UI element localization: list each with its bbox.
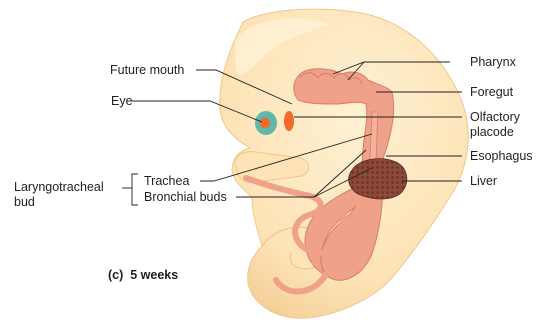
- olfactory-placode: [284, 111, 294, 131]
- label-laryngotracheal-line1: Laryngotracheal: [14, 180, 104, 194]
- label-esophagus: Esophagus: [470, 149, 533, 163]
- laryngotracheal-bracket: [132, 174, 138, 205]
- label-eye: Eye: [111, 94, 133, 108]
- label-olfactory-line2: placode: [470, 125, 514, 139]
- label-future-mouth: Future mouth: [110, 63, 184, 77]
- label-liver: Liver: [470, 174, 497, 188]
- eye-lens: [260, 118, 270, 129]
- label-bronchial-buds: Bronchial buds: [144, 190, 227, 204]
- label-trachea: Trachea: [144, 174, 189, 188]
- label-pharynx: Pharynx: [470, 55, 517, 69]
- liver: [349, 159, 407, 199]
- label-olfactory-line1: Olfactory: [470, 110, 521, 124]
- label-laryngotracheal-line2: bud: [14, 195, 35, 209]
- label-foregut: Foregut: [470, 85, 514, 99]
- figure-caption: (c) 5 weeks: [108, 268, 178, 282]
